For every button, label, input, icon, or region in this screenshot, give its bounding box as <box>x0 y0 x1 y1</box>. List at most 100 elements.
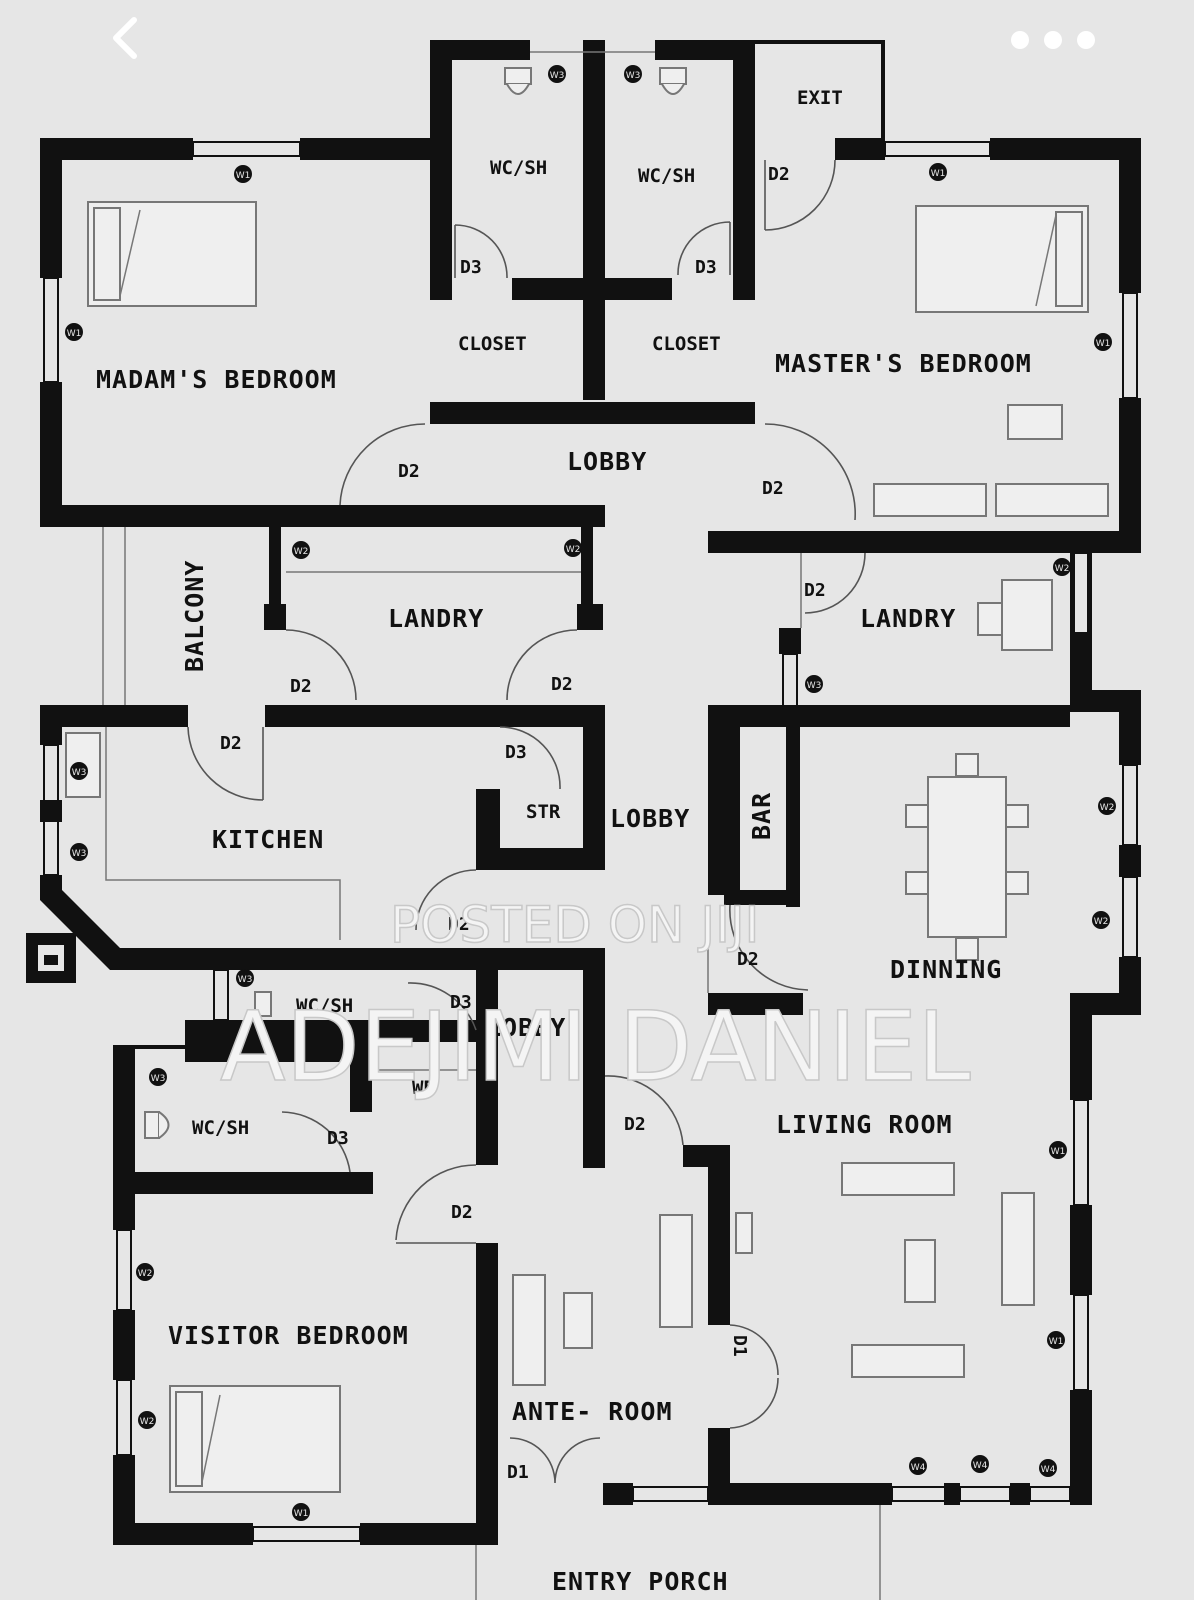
room-label-wc-sh-2: WC/SH <box>638 165 695 187</box>
room-label-kitchen: KITCHEN <box>212 825 324 854</box>
room-label-wd: WD <box>412 1077 435 1099</box>
svg-text:W3: W3 <box>807 681 822 691</box>
wall <box>113 1045 193 1049</box>
window-tag: W2 <box>136 1263 154 1281</box>
wall <box>40 505 605 527</box>
wall <box>708 1483 892 1505</box>
watermark-author: ADEJIMI DANIEL <box>220 991 971 1103</box>
wall <box>40 705 188 745</box>
svg-text:W1: W1 <box>294 1509 309 1519</box>
wall <box>881 40 885 140</box>
room-label-lobby-2: LOBBY <box>610 804 690 833</box>
wall <box>1119 398 1141 553</box>
doors <box>187 159 866 1484</box>
more-dots-icon <box>1011 31 1095 49</box>
svg-text:W4: W4 <box>1041 1465 1056 1475</box>
svg-text:W1: W1 <box>67 329 82 339</box>
wall <box>185 1020 485 1042</box>
door-tag: D3 <box>460 257 482 278</box>
svg-text:W1: W1 <box>236 171 251 181</box>
window-tag: W2 <box>292 541 310 559</box>
room-label-visitor-bedroom: VISITOR BEDROOM <box>168 1321 409 1350</box>
room-label-laundry-1: LANDRY <box>388 604 484 633</box>
wall <box>708 1428 730 1505</box>
wall <box>581 527 593 607</box>
wall <box>476 789 583 870</box>
room-label-balcony: BALCONY <box>180 560 209 672</box>
wall <box>430 402 755 424</box>
window-tag: W2 <box>1053 558 1071 576</box>
door-tag: D3 <box>505 742 527 763</box>
svg-text:W2: W2 <box>140 1417 155 1427</box>
wall <box>40 382 62 527</box>
door-tag: D2 <box>220 733 242 754</box>
wall <box>835 138 885 160</box>
room-labels: MADAM'S BEDROOM MASTER'S BEDROOM WC/SH W… <box>96 87 1031 1596</box>
wall <box>1070 1205 1092 1295</box>
door-tag: D3 <box>695 257 717 278</box>
wall <box>269 527 281 607</box>
door-tag: D2 <box>398 461 420 482</box>
door-tag: D2 <box>451 1202 473 1223</box>
wall <box>135 1172 373 1194</box>
window-tag: W1 <box>1047 1331 1065 1349</box>
svg-text:W4: W4 <box>973 1461 988 1471</box>
wall <box>724 727 786 905</box>
room-label-lobby-1: LOBBY <box>567 447 647 476</box>
svg-text:W2: W2 <box>138 1269 153 1279</box>
wall <box>185 1042 350 1062</box>
svg-text:W4: W4 <box>911 1463 926 1473</box>
more-options-button[interactable] <box>1008 14 1098 64</box>
room-label-dining: DINNING <box>890 955 1002 984</box>
svg-text:W3: W3 <box>72 768 87 778</box>
svg-text:W2: W2 <box>566 545 581 555</box>
wall <box>300 138 440 160</box>
window-tag: W3 <box>149 1068 167 1086</box>
room-label-living-room: LIVING ROOM <box>776 1110 953 1139</box>
window-tag: W1 <box>1094 333 1112 351</box>
wall <box>264 604 286 630</box>
svg-text:W1: W1 <box>1051 1147 1066 1157</box>
door-tag: D3 <box>327 1128 349 1149</box>
door-tag: D1 <box>729 1335 750 1357</box>
window-tag: W3 <box>70 843 88 861</box>
room-label-entry-porch: ENTRY PORCH <box>552 1567 729 1596</box>
window-tag: W4 <box>909 1457 927 1475</box>
svg-text:W2: W2 <box>1100 803 1115 813</box>
wall <box>603 1483 633 1505</box>
window-tag: W1 <box>234 165 252 183</box>
room-label-store: STR <box>526 801 561 823</box>
wall <box>113 1310 135 1380</box>
window-tag: W3 <box>236 969 254 987</box>
wall <box>40 800 62 822</box>
door-tag: D2 <box>804 580 826 601</box>
wall <box>583 705 605 870</box>
room-label-lobby-3: LOBBY <box>486 1013 566 1042</box>
wall <box>755 40 885 44</box>
window-tag: W1 <box>292 1503 310 1521</box>
window-tag: W2 <box>564 539 582 557</box>
wall <box>1119 845 1141 877</box>
wall <box>430 40 530 300</box>
wall <box>476 965 498 1165</box>
door-tag: D2 <box>290 676 312 697</box>
svg-text:W1: W1 <box>1096 339 1111 349</box>
room-label-madam-bedroom: MADAM'S BEDROOM <box>96 365 337 394</box>
room-label-closet-2: CLOSET <box>652 333 721 355</box>
window-tag: W1 <box>1049 1141 1067 1159</box>
door-tag: D3 <box>450 992 472 1013</box>
wall <box>113 1455 135 1545</box>
window-tag: W2 <box>1092 911 1110 929</box>
back-button[interactable] <box>104 14 144 64</box>
wall <box>512 278 672 300</box>
walls <box>26 40 1141 1600</box>
wall <box>113 1045 135 1230</box>
window-tag: W2 <box>138 1411 156 1429</box>
wall <box>44 955 58 965</box>
wall <box>360 1523 498 1545</box>
room-label-closet-1: CLOSET <box>458 333 527 355</box>
room-label-wc-sh-3: WC/SH <box>296 995 353 1017</box>
window-tag: W3 <box>70 762 88 780</box>
svg-text:W2: W2 <box>1094 917 1109 927</box>
